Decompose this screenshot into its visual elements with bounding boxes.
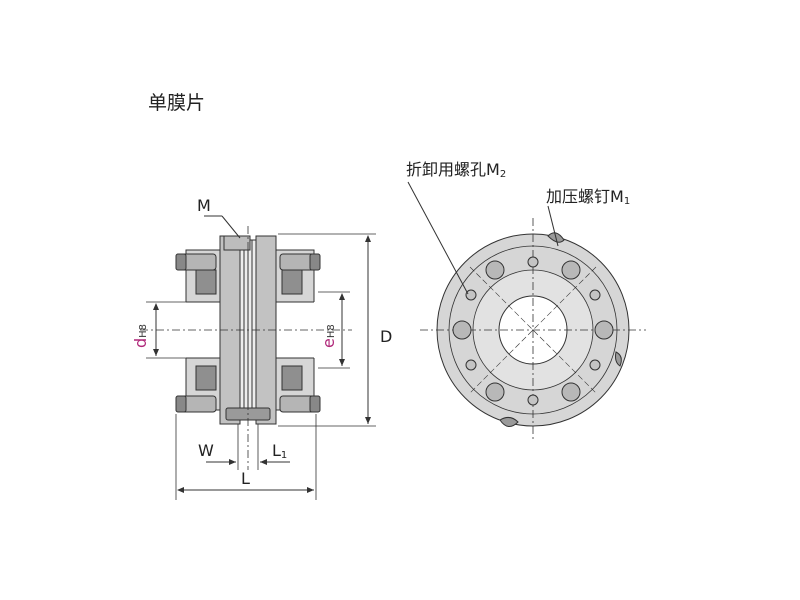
svg-text:dH8: dH8 <box>131 324 150 348</box>
page-title: 单膜片 <box>148 92 206 114</box>
label-m1: 加压螺钉M1 <box>546 187 630 207</box>
label-m2: 折卸用螺孔M2 <box>406 160 506 180</box>
svg-text:eH8: eH8 <box>319 324 338 348</box>
label-eh8: eH8 <box>319 324 338 348</box>
front-view <box>407 181 646 442</box>
label-l1: L1 <box>272 441 287 461</box>
label-dh8: dH8 <box>131 324 150 348</box>
label-w: W <box>198 441 214 460</box>
screw-m <box>223 235 251 251</box>
clamp-screw-bottom <box>499 416 519 427</box>
label-d: D <box>380 327 392 346</box>
label-l: L <box>241 469 250 488</box>
label-m: M <box>197 196 211 215</box>
side-view <box>140 215 376 500</box>
